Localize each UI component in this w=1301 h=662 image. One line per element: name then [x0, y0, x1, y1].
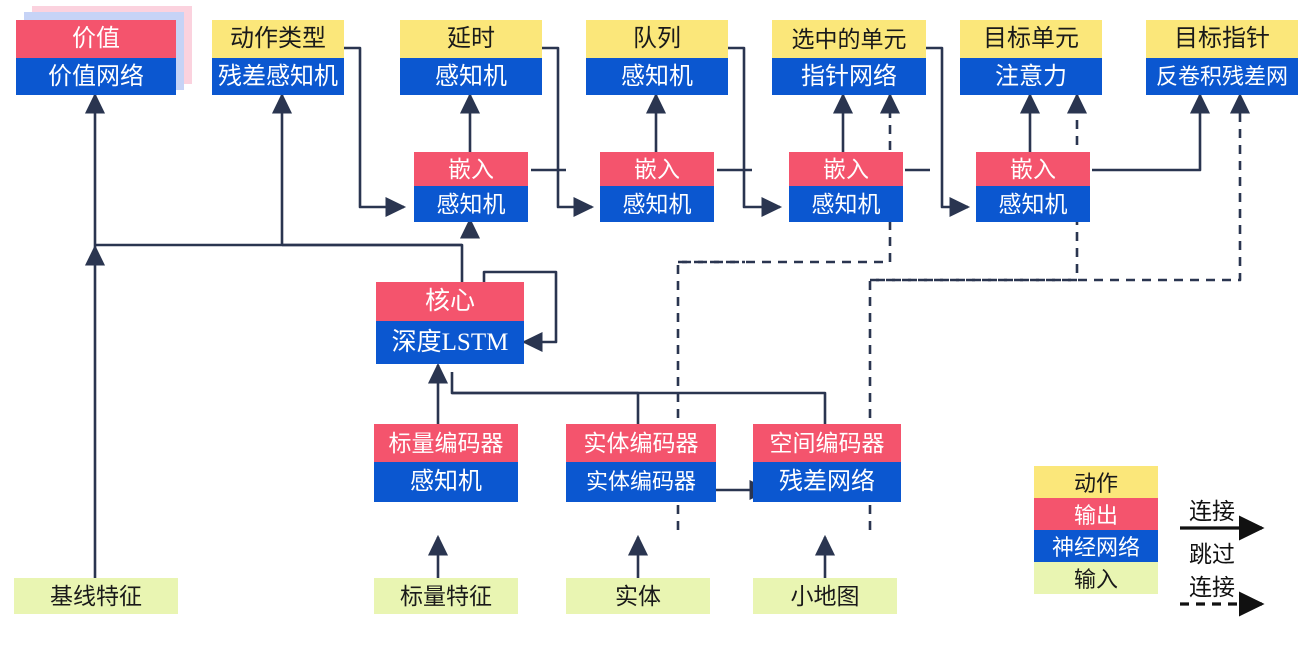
entity-encoder-network-label: 实体编码器: [566, 462, 716, 502]
node-queue-head[interactable]: 队列 感知机: [586, 20, 728, 95]
legend-swatch-stack: 动作 输出 神经网络 输入: [1034, 466, 1158, 594]
node-input-baseline-features[interactable]: 基线特征: [14, 578, 178, 614]
node-embed-3[interactable]: 嵌入 感知机: [789, 152, 903, 222]
core-network-label: 深度LSTM: [376, 321, 524, 364]
target-unit-action-label: 目标单元: [960, 20, 1102, 58]
embed-4-output-label: 嵌入: [976, 152, 1090, 186]
node-delay-head[interactable]: 延时 感知机: [400, 20, 542, 95]
node-embed-1[interactable]: 嵌入 感知机: [414, 152, 528, 222]
target-unit-network-label: 注意力: [960, 58, 1102, 95]
selected-units-action-label: 选中的单元: [772, 20, 926, 58]
core-output-label: 核心: [376, 282, 524, 321]
embed-4-network-label: 感知机: [976, 186, 1090, 222]
legend-network-swatch: 神经网络: [1034, 530, 1158, 562]
wire-spatialenc-to-core-bus: [452, 391, 827, 424]
legend-output-swatch: 输出: [1034, 498, 1158, 530]
wire-core-to-topbus: [95, 243, 464, 282]
wire-entityenc-to-core-bus: [450, 372, 640, 424]
embed-2-network-label: 感知机: [600, 186, 714, 222]
wire-selectedunits-to-embed4: [925, 46, 971, 218]
spatial-encoder-network-label: 残差网络: [753, 462, 901, 502]
legend-skip-label-line2: 连接: [1189, 575, 1235, 600]
scalar-encoder-network-label: 感知机: [374, 462, 518, 502]
node-selected-units-head[interactable]: 选中的单元 指针网络: [772, 20, 926, 95]
legend-action-swatch: 动作: [1034, 466, 1158, 498]
embed-1-network-label: 感知机: [414, 186, 528, 222]
delay-network-label: 感知机: [400, 58, 542, 95]
delay-action-label: 延时: [400, 20, 542, 58]
embed-3-output-label: 嵌入: [789, 152, 903, 186]
queue-network-label: 感知机: [586, 58, 728, 95]
action-type-network-label: 残差感知机: [212, 58, 344, 95]
node-spatial-encoder[interactable]: 空间编码器 残差网络: [753, 424, 901, 502]
node-input-entities[interactable]: 实体: [566, 578, 710, 614]
wire-delay-to-embed2: [541, 46, 595, 218]
node-target-unit-head[interactable]: 目标单元 注意力: [960, 20, 1102, 95]
wire-core-recurrent: [482, 270, 558, 353]
embed-3-network-label: 感知机: [789, 186, 903, 222]
entity-encoder-output-label: 实体编码器: [566, 424, 716, 462]
legend-input-swatch: 输入: [1034, 562, 1158, 594]
value-action-label: 价值: [16, 20, 176, 58]
node-entity-encoder[interactable]: 实体编码器 实体编码器: [566, 424, 716, 502]
node-scalar-encoder[interactable]: 标量编码器 感知机: [374, 424, 518, 502]
value-network-label: 价值网络: [16, 58, 176, 95]
scalar-encoder-output-label: 标量编码器: [374, 424, 518, 462]
queue-action-label: 队列: [586, 20, 728, 58]
wire-actiontype-to-embed1: [343, 46, 407, 218]
legend-connection-label: 连接: [1189, 499, 1235, 524]
selected-units-network-label: 指针网络: [772, 58, 926, 95]
skip-spatialenc-to-targetpoint: [870, 92, 1251, 282]
node-input-minimap[interactable]: 小地图: [753, 578, 897, 614]
action-type-action-label: 动作类型: [212, 20, 344, 58]
target-point-network-label: 反卷积残差网: [1146, 58, 1298, 95]
legend-arrow-glyphs: [1180, 515, 1265, 617]
node-embed-2[interactable]: 嵌入 感知机: [600, 152, 714, 222]
wire-embed4-to-targetpoint: [1092, 92, 1211, 172]
node-embed-4[interactable]: 嵌入 感知机: [976, 152, 1090, 222]
legend-skip-label-line1: 跳过: [1189, 542, 1235, 567]
node-action-type-head[interactable]: 动作类型 残差感知机: [212, 20, 344, 95]
node-core[interactable]: 核心 深度LSTM: [376, 282, 524, 364]
wire-queue-to-embed3: [727, 46, 783, 218]
node-input-scalar-features[interactable]: 标量特征: [374, 578, 518, 614]
embed-1-output-label: 嵌入: [414, 152, 528, 186]
embed-2-output-label: 嵌入: [600, 152, 714, 186]
node-target-point-head[interactable]: 目标指针 反卷积残差网: [1146, 20, 1298, 95]
target-point-action-label: 目标指针: [1146, 20, 1298, 58]
node-value-head[interactable]: 价值 价值网络: [16, 20, 176, 95]
spatial-encoder-output-label: 空间编码器: [753, 424, 901, 462]
